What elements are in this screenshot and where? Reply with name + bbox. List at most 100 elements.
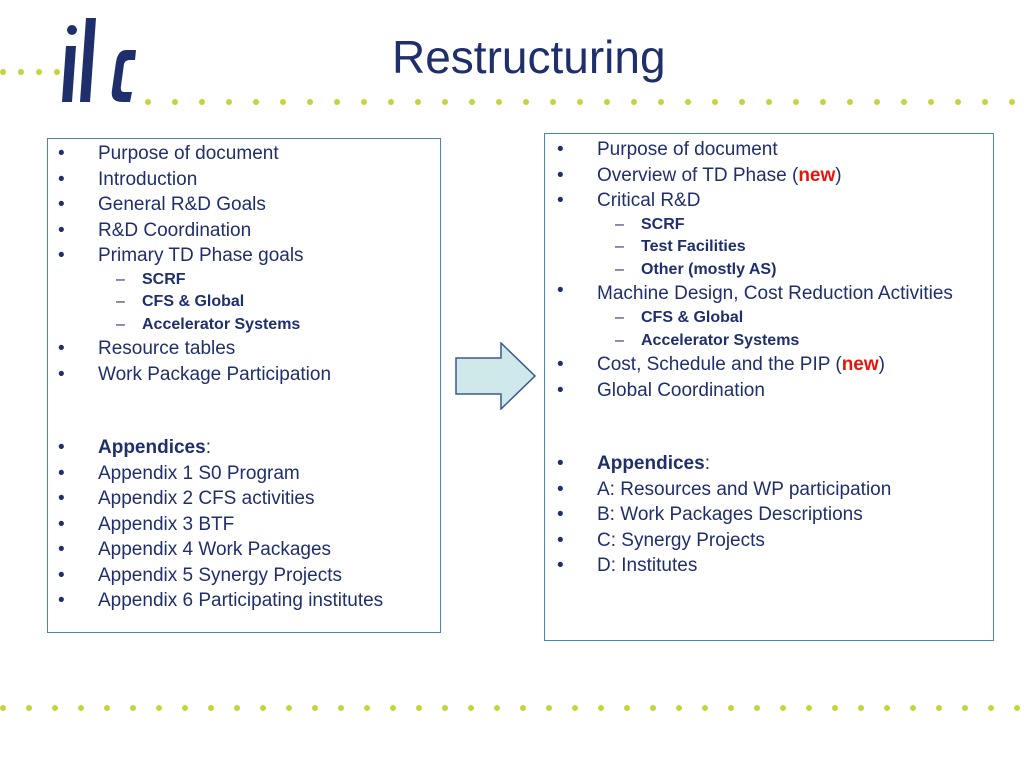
item-text: Appendix 1 S0 Program (98, 462, 300, 484)
new-structure-box: •Purpose of document•Overview of TD Phas… (544, 133, 994, 641)
old-list-item: •Primary TD Phase goals (58, 243, 383, 269)
item-text: Resource tables (98, 338, 236, 359)
bullet-marker: • (557, 354, 564, 375)
decorative-dot (199, 99, 205, 105)
decorative-dot (962, 705, 968, 711)
item-suffix: ) (835, 164, 842, 186)
item-text: Cost, Schedule and the PIP ( (597, 354, 842, 375)
decorative-dot (546, 705, 552, 711)
decorative-dot (982, 99, 988, 105)
decorative-dot (604, 99, 610, 105)
ilc-logo: ilc (60, 14, 140, 111)
top-left-dot-row (0, 69, 70, 75)
new-sub-item: –Test Facilities (557, 236, 953, 259)
dash-marker: – (116, 315, 125, 333)
decorative-dot (1014, 705, 1020, 711)
list-spacer (557, 403, 953, 451)
decorative-dot (550, 99, 556, 105)
new-sub-item: –Other (mostly AS) (557, 259, 953, 282)
item-text: Appendix 4 Work Packages (98, 539, 332, 560)
decorative-dot (312, 705, 318, 711)
item-text: Machine Design, Cost Reduction Activitie… (597, 283, 953, 304)
item-text: A: Resources and WP participation (597, 478, 892, 500)
new-list-item: • D: Institutes (557, 553, 953, 579)
bullet-marker: • (557, 555, 564, 576)
bullet-marker: • (58, 564, 65, 586)
decorative-dot (104, 705, 110, 711)
bullet-marker: • (58, 488, 65, 509)
decorative-dot (0, 705, 6, 711)
dash-marker: – (615, 260, 624, 278)
decorative-dot (78, 705, 84, 711)
new-sub-item: –SCRF (557, 214, 953, 237)
bullet-marker: • (557, 504, 564, 525)
new-badge: new (798, 164, 836, 186)
new-sub-item: –Accelerator Systems (557, 330, 953, 353)
decorative-dot (0, 69, 6, 75)
item-suffix: : (704, 453, 710, 474)
decorative-dot (469, 99, 475, 105)
decorative-dot (712, 99, 718, 105)
item-text: SCRF (142, 270, 186, 288)
decorative-dot (390, 705, 396, 711)
old-list-item: • Appendix 5 Synergy Projects (58, 563, 383, 589)
bullet-marker: • (557, 139, 564, 160)
old-list-item: •Purpose of document (58, 141, 383, 167)
bullet-marker: • (58, 363, 65, 385)
new-list-item: • Machine Design, Cost Reduction Activiti… (557, 281, 953, 307)
decorative-dot (145, 99, 151, 105)
bullet-marker: • (58, 219, 65, 241)
list-spacer (58, 387, 383, 435)
bullet-marker: • (557, 190, 564, 211)
item-text: Appendix 6 Participating institutes (98, 590, 384, 611)
item-text: CFS & Global (641, 309, 744, 326)
new-list-item: •Appendices: (557, 451, 953, 477)
old-list-item: •Resource tables (58, 336, 383, 362)
decorative-dot (702, 705, 708, 711)
decorative-dot (26, 705, 32, 711)
new-list-item: •Critical R&D (557, 188, 953, 214)
item-text: CFS & Global (142, 293, 245, 310)
old-sub-item: –Accelerator Systems (58, 314, 383, 337)
decorative-dot (234, 705, 240, 711)
decorative-dot (468, 705, 474, 711)
decorative-dot (523, 99, 529, 105)
decorative-dot (280, 99, 286, 105)
bullet-marker: • (557, 164, 564, 186)
decorative-dot (685, 99, 691, 105)
old-list-item: • Appendix 4 Work Packages (58, 537, 383, 563)
bullet-marker: • (557, 529, 564, 551)
decorative-dot (577, 99, 583, 105)
new-list-item: •C: Synergy Projects (557, 528, 953, 554)
right-arrow-icon (455, 341, 537, 415)
item-text: D: Institutes (597, 555, 698, 576)
decorative-dot (936, 705, 942, 711)
dash-marker: – (615, 309, 624, 326)
dash-marker: – (116, 270, 125, 288)
dash-marker: – (615, 215, 624, 233)
old-sub-item: –CFS & Global (58, 291, 383, 314)
item-text: Purpose of document (597, 139, 778, 160)
item-text: Appendices (98, 437, 206, 458)
decorative-dot (901, 99, 907, 105)
new-list-item: • Purpose of document (557, 137, 953, 163)
ilc-logo-graphic (62, 18, 136, 102)
item-text: Appendix 5 Synergy Projects (98, 564, 342, 586)
item-text: SCRF (641, 215, 685, 233)
decorative-dot (18, 69, 24, 75)
new-list-item: •Global Coordination (557, 378, 953, 404)
item-text: Work Package Participation (98, 363, 332, 385)
decorative-dot (988, 705, 994, 711)
decorative-dot (624, 705, 630, 711)
bullet-marker: • (58, 437, 65, 458)
decorative-dot (415, 99, 421, 105)
decorative-dot (820, 99, 826, 105)
old-list-item: •Appendices: (58, 435, 383, 461)
bullet-marker: • (557, 453, 564, 474)
bullet-marker: • (557, 280, 564, 301)
bullet-marker: • (58, 462, 65, 484)
bullet-marker: • (58, 539, 65, 560)
decorative-dot (54, 69, 60, 75)
decorative-dot (388, 99, 394, 105)
dash-marker: – (615, 238, 624, 255)
